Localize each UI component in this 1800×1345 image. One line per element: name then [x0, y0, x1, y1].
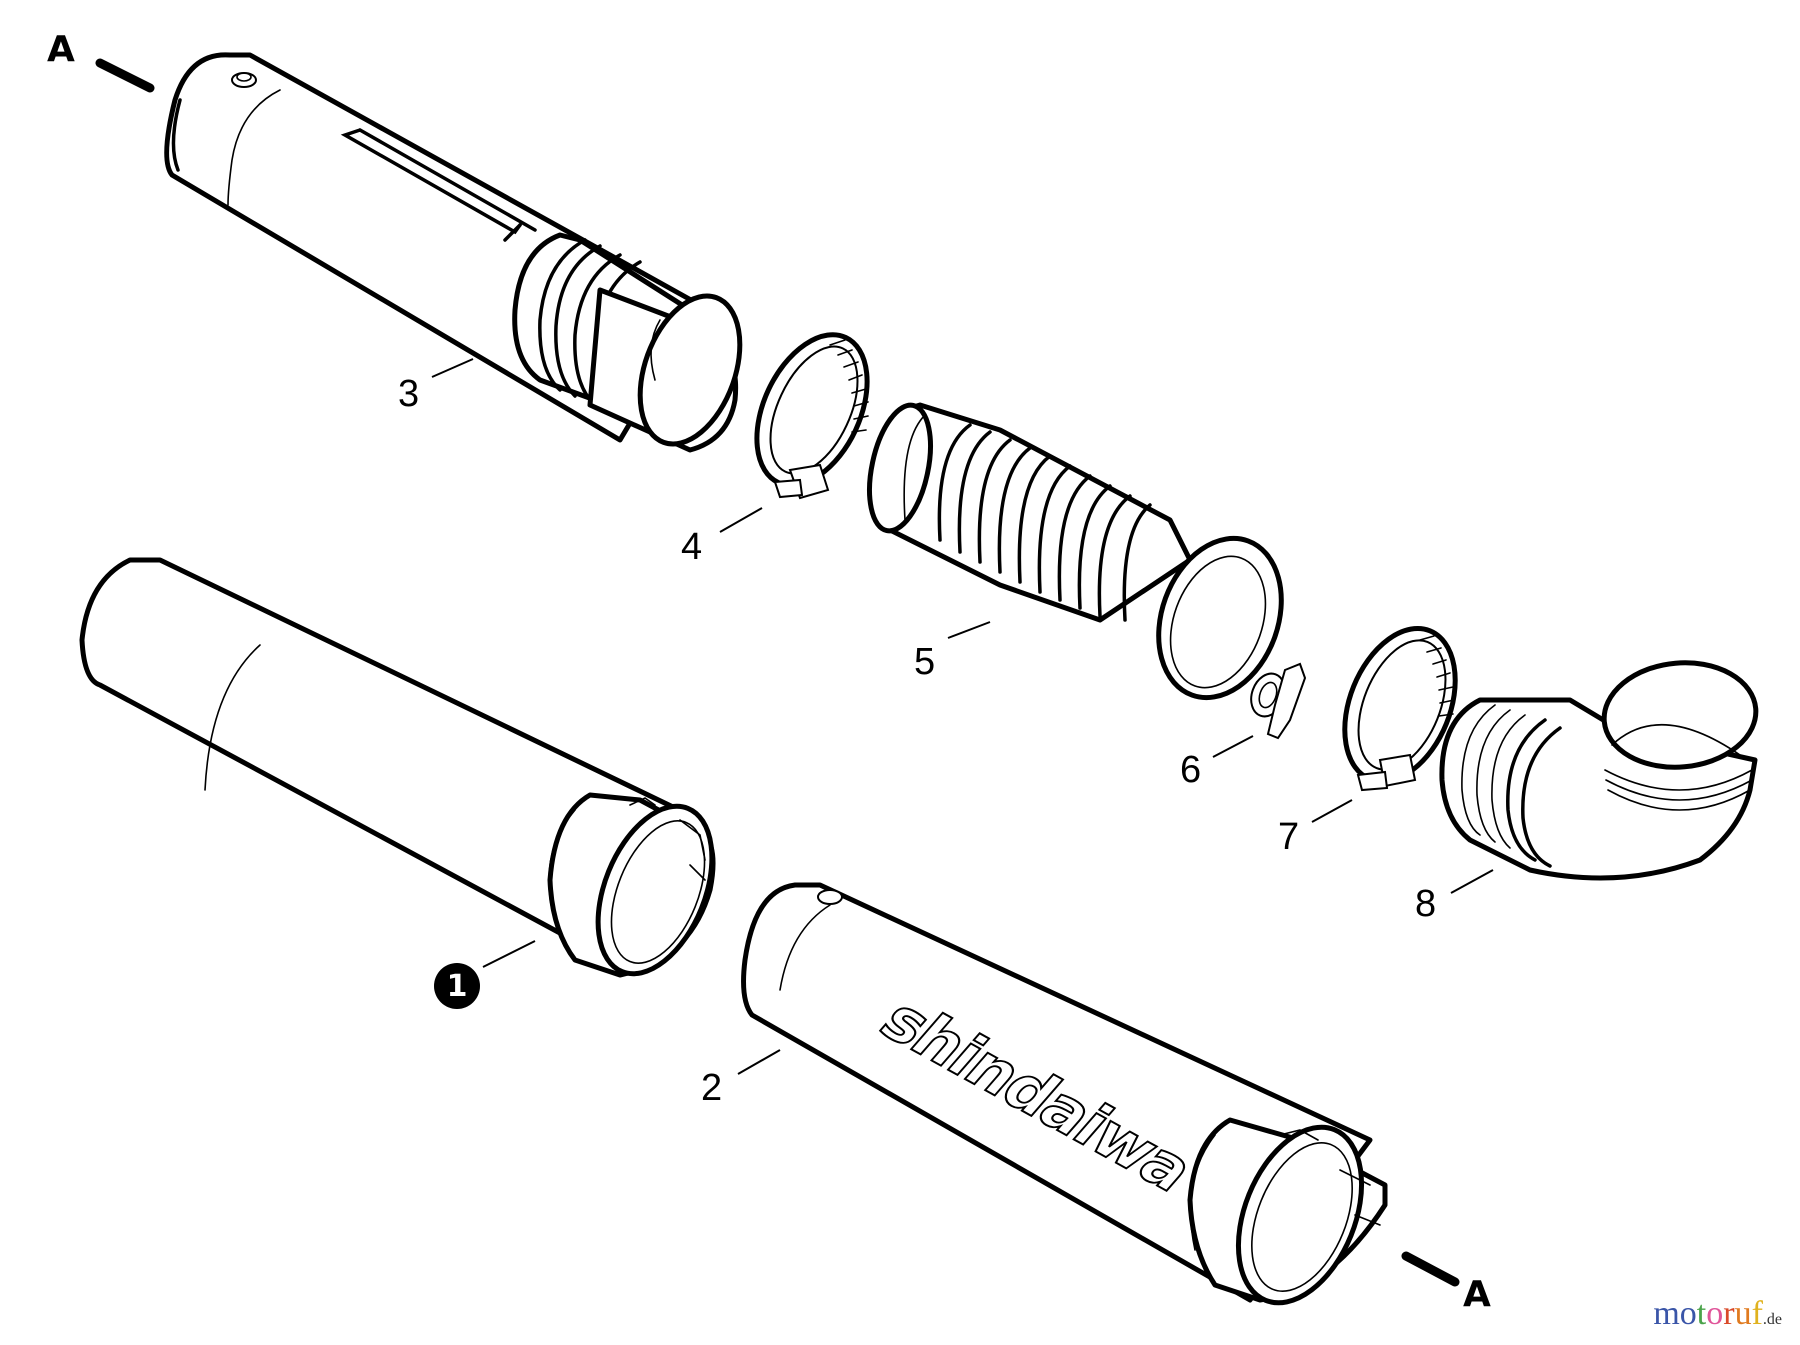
- part-8-elbow-pipe[interactable]: [1439, 657, 1760, 881]
- callout-8[interactable]: 8: [1415, 883, 1437, 925]
- watermark-logo: motoruf.de: [1653, 1297, 1782, 1331]
- leader-8: [1450, 869, 1494, 894]
- part-2-pipe-logo[interactable]: [741, 882, 1388, 1321]
- callout-2[interactable]: 2: [701, 1067, 723, 1109]
- part-4-hose-clamp[interactable]: [735, 317, 890, 503]
- watermark-letter: u: [1734, 1295, 1752, 1332]
- reference-line-a-bottom: [1401, 1251, 1460, 1287]
- watermark-letter: t: [1696, 1295, 1707, 1332]
- callout-1-badge[interactable]: 1: [434, 963, 480, 1009]
- leader-1: [482, 940, 536, 968]
- reference-marker-a-bottom: A: [1463, 1274, 1491, 1315]
- leader-4: [719, 507, 763, 533]
- leader-2: [737, 1049, 781, 1075]
- reference-line-a-top: [95, 58, 155, 93]
- callout-6[interactable]: 6: [1180, 749, 1202, 791]
- callout-3[interactable]: 3: [398, 373, 420, 415]
- watermark-letter: f: [1751, 1295, 1763, 1332]
- part-6-wing-retainer[interactable]: [1245, 662, 1307, 740]
- reference-marker-a-top: A: [47, 29, 75, 70]
- leader-3: [431, 358, 474, 378]
- watermark-letter: o: [1679, 1295, 1697, 1332]
- leader-6: [1212, 735, 1254, 758]
- part-7-hose-clamp[interactable]: [1324, 612, 1477, 798]
- watermark-letter: r: [1723, 1295, 1735, 1332]
- watermark-tld: .de: [1762, 1311, 1782, 1328]
- callout-7[interactable]: 7: [1278, 816, 1300, 858]
- watermark-letter: m: [1653, 1295, 1680, 1332]
- callout-4[interactable]: 4: [681, 526, 703, 568]
- callout-5[interactable]: 5: [914, 641, 936, 683]
- leader-7: [1311, 799, 1353, 823]
- part-1-pipe[interactable]: [79, 557, 734, 990]
- part-5-bellows-hose[interactable]: [859, 400, 1302, 715]
- leader-5: [947, 621, 991, 639]
- part-3-pipe-slotted[interactable]: [164, 52, 759, 458]
- watermark-letter: o: [1706, 1295, 1724, 1332]
